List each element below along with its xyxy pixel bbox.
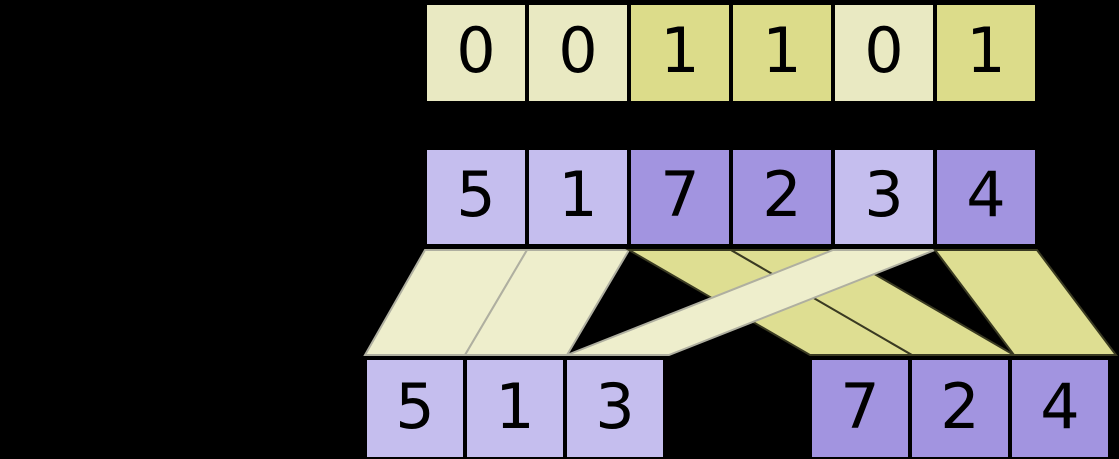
mask-cell-5-value: 1	[966, 14, 1006, 87]
input-cell-2: 7	[629, 148, 731, 246]
mask-cell-4: 0	[833, 3, 935, 103]
input-cell-1: 1	[527, 148, 629, 246]
output-false-cell-1: 1	[465, 358, 565, 459]
input-cell-5-value: 4	[966, 158, 1006, 231]
input-cell-4: 3	[833, 148, 935, 246]
input-cell-1-value: 1	[558, 158, 598, 231]
output-true-cell-1: 2	[910, 358, 1010, 459]
input-cell-0-value: 5	[456, 158, 496, 231]
output-false-cell-2-value: 3	[595, 369, 635, 443]
output-false-cell-0: 5	[365, 358, 465, 459]
output-true-cell-2: 4	[1010, 358, 1110, 459]
input-cell-2-value: 7	[660, 158, 700, 231]
mask-cell-0: 0	[425, 3, 527, 103]
mask-cell-4-value: 0	[864, 14, 904, 87]
output-false-cell-1-value: 1	[495, 369, 535, 443]
input-cell-4-value: 3	[864, 158, 904, 231]
input-cell-0: 5	[425, 148, 527, 246]
output-true-cell-0-value: 7	[840, 369, 880, 443]
mask-cell-1: 0	[527, 3, 629, 103]
input-cell-5: 4	[935, 148, 1037, 246]
mask-cell-3: 1	[731, 3, 833, 103]
mask-cell-3-value: 1	[762, 14, 802, 87]
mask-cell-0-value: 0	[456, 14, 496, 87]
input-cell-3-value: 2	[762, 158, 802, 231]
output-true-cell-1-value: 2	[940, 369, 980, 443]
output-true-cell-2-value: 4	[1040, 369, 1080, 443]
output-false-cell-2: 3	[565, 358, 665, 459]
mask-cell-1-value: 0	[558, 14, 598, 87]
output-false-cell-0-value: 5	[395, 369, 435, 443]
mask-cell-5: 1	[935, 3, 1037, 103]
mask-cell-2-value: 1	[660, 14, 700, 87]
input-cell-3: 2	[731, 148, 833, 246]
output-true-cell-0: 7	[810, 358, 910, 459]
mask-cell-2: 1	[629, 3, 731, 103]
